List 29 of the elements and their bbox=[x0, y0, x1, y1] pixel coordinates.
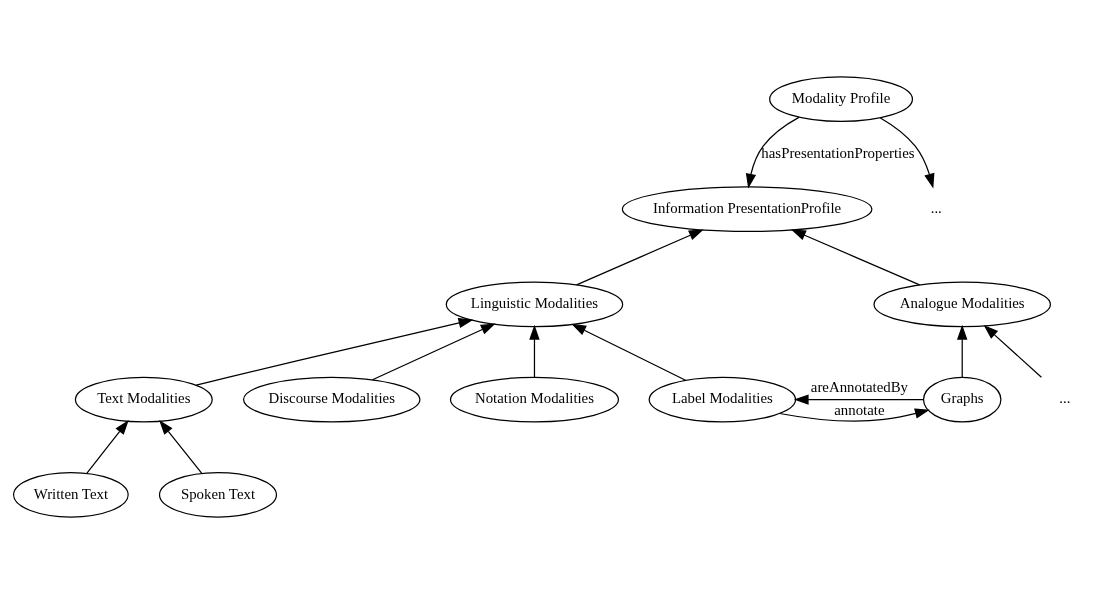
arrow bbox=[529, 324, 540, 378]
node-ellipse: Information PresentationProfile bbox=[621, 186, 873, 233]
node-ellipse: Spoken Text bbox=[158, 471, 278, 518]
arrow bbox=[779, 408, 930, 422]
node-ellipse: Written Text bbox=[12, 471, 129, 518]
arrow bbox=[371, 323, 496, 381]
arrow bbox=[195, 317, 474, 386]
arrow bbox=[879, 117, 935, 189]
edge-label: annotate bbox=[834, 402, 885, 419]
node-ellipse: Text Modalities bbox=[74, 376, 213, 423]
arrow bbox=[159, 419, 203, 474]
arrow bbox=[745, 116, 800, 189]
node-text: ... bbox=[930, 200, 942, 217]
node-ellipse: Modality Profile bbox=[769, 76, 914, 123]
arrow bbox=[793, 394, 924, 405]
arrow bbox=[957, 324, 968, 378]
arrow bbox=[571, 323, 687, 381]
arrow bbox=[86, 419, 129, 474]
node-ellipse: Label Modalities bbox=[648, 376, 797, 423]
arrow bbox=[576, 229, 704, 286]
node-ellipse: Analogue Modalities bbox=[873, 281, 1051, 328]
edge-label: areAnnotatedBy bbox=[810, 378, 909, 395]
node-text: ... bbox=[1059, 390, 1071, 407]
node-ellipse: Discourse Modalities bbox=[242, 376, 421, 423]
arrow bbox=[983, 324, 1042, 378]
node-ellipse: Graphs bbox=[922, 376, 1002, 423]
edge-label: hasPresentationProperties bbox=[761, 145, 915, 162]
node-ellipse: Notation Modalities bbox=[449, 376, 620, 423]
arrow bbox=[791, 229, 921, 286]
